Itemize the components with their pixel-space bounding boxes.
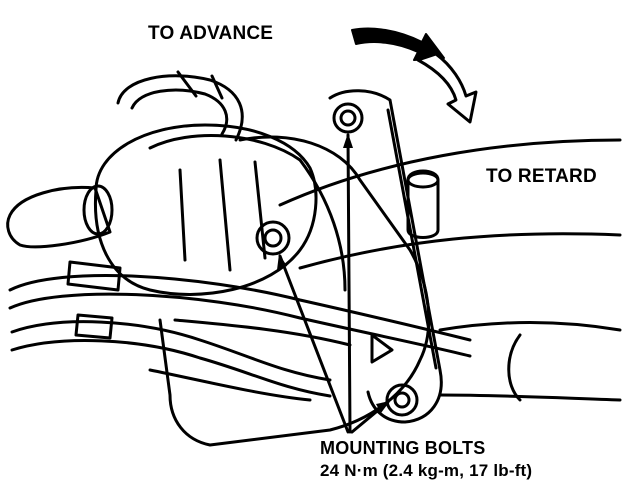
arrowhead-housing-bolt xyxy=(277,254,287,270)
leader-line-upper-bolt xyxy=(346,133,352,434)
lower-housing-line xyxy=(148,368,312,402)
spark-plug-wire-2 xyxy=(10,320,332,382)
wire-clamp-2 xyxy=(74,313,114,340)
mounting-bolt-lower xyxy=(385,383,419,417)
engine-boss xyxy=(507,333,522,402)
housing-seam xyxy=(173,318,352,347)
mounting-bolt-upper xyxy=(332,102,364,134)
retard-arrow-icon xyxy=(416,52,478,124)
cap-detail xyxy=(178,158,267,272)
housing-bolt xyxy=(255,220,291,256)
engine-contour-4 xyxy=(438,393,622,402)
post-top xyxy=(406,171,440,189)
leader-line-housing-bolt xyxy=(278,254,350,434)
vacuum-advance-canister xyxy=(6,185,112,249)
engine-contour-3 xyxy=(438,321,622,332)
engine-contour-1 xyxy=(278,138,622,207)
canister-end xyxy=(82,184,114,236)
mounting-bolt-upper-head xyxy=(339,109,357,127)
locating-post xyxy=(406,169,440,239)
distributor-cap xyxy=(93,123,318,296)
distributor-housing xyxy=(158,135,431,447)
vacuum-hose-upper xyxy=(116,74,244,142)
to-retard-label: TO RETARD xyxy=(486,166,597,187)
mounting-bolts-label: MOUNTING BOLTS xyxy=(320,438,486,458)
engine-contour-2 xyxy=(298,232,622,270)
spark-plug-wire-2b xyxy=(10,339,332,398)
flange-inner xyxy=(386,108,438,370)
arrowhead-lower-bolt xyxy=(376,401,390,413)
to-advance-label: TO ADVANCE xyxy=(148,23,274,44)
mounting-flange xyxy=(328,89,443,424)
lower-housing-notch xyxy=(370,333,394,364)
hose-fitting-top xyxy=(176,70,224,100)
arrowhead-upper-bolt xyxy=(343,133,353,148)
spark-plug-wire-1b xyxy=(8,292,472,358)
wire-clamp xyxy=(66,260,122,292)
housing-edge xyxy=(298,158,347,292)
cap-rim xyxy=(148,134,302,162)
vacuum-hose-upper-inner xyxy=(130,88,229,136)
housing-bolt-head xyxy=(263,228,283,248)
mounting-bolt-lower-head xyxy=(393,391,411,409)
torque-spec-label: 24 N·m (2.4 kg-m, 17 lb-ft) xyxy=(320,461,533,480)
